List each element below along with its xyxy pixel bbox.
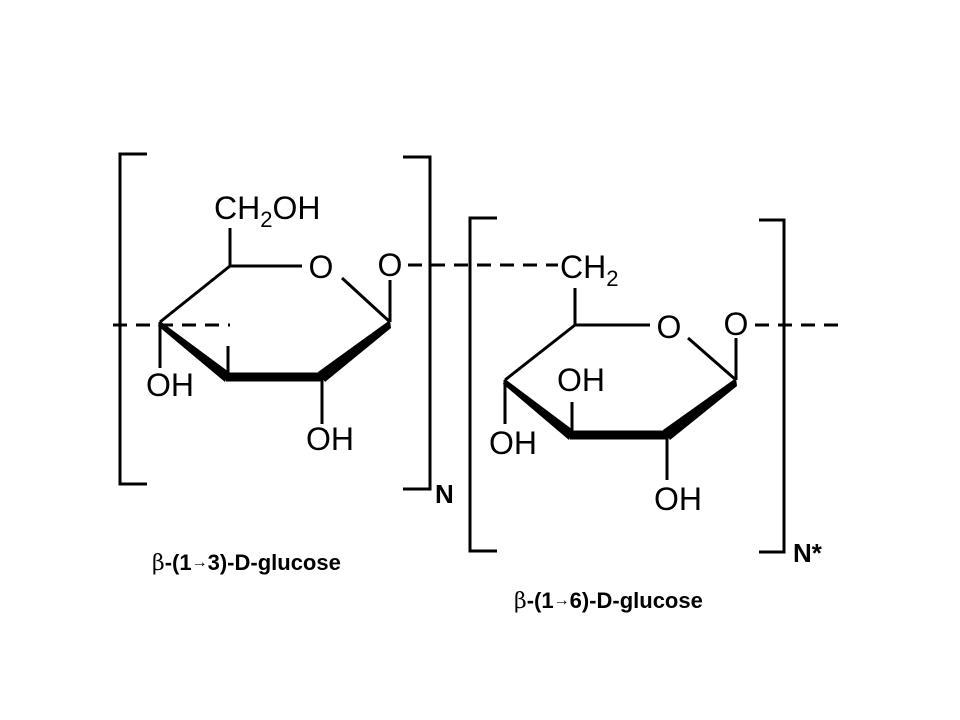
unit-b-caption: β-(1→6)-D-glucose [514,588,703,614]
unit-b-c4-c3-wedge [503,379,573,440]
unit-a-right-bracket [403,155,432,491]
unit-b-oh-bottom: OH [654,481,702,517]
unit-a-oh-bottom: OH [306,421,354,457]
unit-b-right-bracket [759,218,786,554]
unit-b-o-c1-bond [687,336,737,382]
unit-a-c5-c4-bond [159,264,231,324]
unit-a-glucose: CH2OH O O OH OH N β-(1→3)-D-glucose [118,152,454,576]
unit-b-oh-upper: OH [557,362,605,398]
unit-a-c4-c3-wedge [158,321,229,382]
unit-b-glucose: CH2 O O OH OH OH N* β-(1→6)-D-glucose [468,216,823,614]
unit-a-repeat-label: N [435,479,454,509]
unit-a-ring-oxygen: O [309,249,334,285]
unit-a-caption: β-(1→3)-D-glucose [152,550,341,576]
unit-b-ch2-label: CH2 [560,249,618,291]
unit-a-ch2oh-label: CH2OH [214,190,320,232]
unit-b-oh-left: OH [489,425,537,461]
unit-b-c5-c4-bond [504,323,576,382]
unit-b-c1-c2-wedge [663,378,737,440]
unit-a-left-bracket [118,152,147,486]
unit-b-left-bracket [468,216,497,553]
unit-b-repeat-label: N* [793,538,823,568]
unit-a-oh-left: OH [146,367,194,403]
glycosidic-linkages [113,263,838,327]
unit-a-c1-c2-wedge [318,320,391,382]
unit-b-ring-oxygen: O [657,309,682,345]
unit-a-o-c1-bond [340,276,392,324]
unit-a-anomeric-oxygen: O [378,247,403,283]
unit-b-anomeric-oxygen: O [724,306,749,342]
